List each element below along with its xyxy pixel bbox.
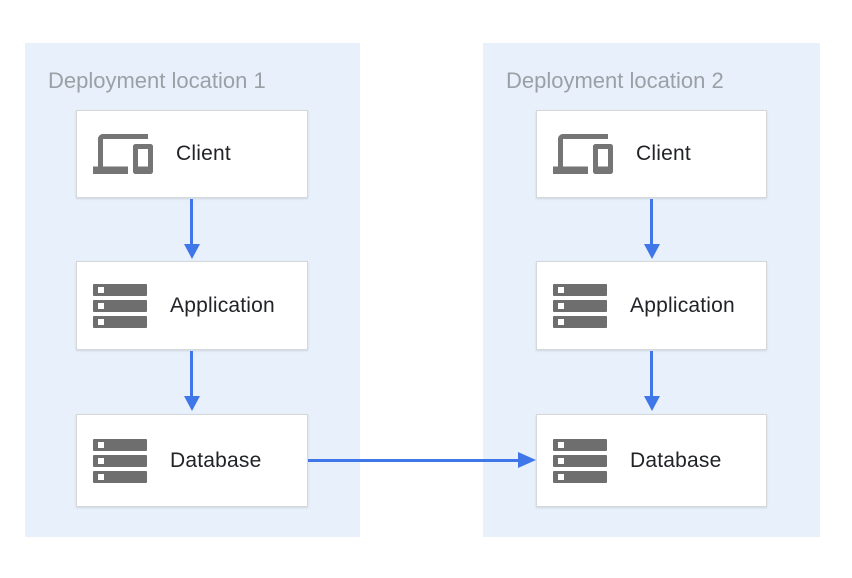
deployment-group-2: Deployment location 2 Client Application… [483, 43, 820, 537]
group-1-title: Deployment location 1 [48, 68, 266, 93]
arrow-application-to-database-2-line [650, 351, 653, 396]
arrow-client-to-application-2-line [650, 199, 653, 244]
node-application-2: Application [536, 261, 767, 350]
arrow-database1-to-database2-line [308, 459, 518, 462]
node-label: Application [630, 293, 735, 317]
arrow-client-to-application-1-line [190, 199, 193, 244]
devices-icon [553, 124, 613, 184]
node-client-1: Client [76, 110, 308, 198]
node-client-2: Client [536, 110, 767, 198]
arrow-application-to-database-1-line [190, 351, 193, 396]
group-2-title: Deployment location 2 [506, 68, 724, 93]
server-stack-icon [93, 280, 147, 332]
server-stack-icon [553, 435, 607, 487]
arrow-client-to-application-2-head [644, 244, 660, 259]
node-database-1: Database [76, 414, 308, 507]
arrow-application-to-database-2-head [644, 396, 660, 411]
node-label: Application [170, 293, 275, 317]
node-label: Database [170, 448, 262, 472]
arrow-database1-to-database2-head [518, 452, 536, 468]
arrow-client-to-application-1-head [184, 244, 200, 259]
arrow-application-to-database-1-head [184, 396, 200, 411]
server-stack-icon [93, 435, 147, 487]
node-label: Client [176, 142, 231, 165]
devices-icon [93, 124, 153, 184]
node-label: Client [636, 142, 691, 165]
server-stack-icon [553, 280, 607, 332]
deployment-group-1: Deployment location 1 Client Application… [25, 43, 360, 537]
node-label: Database [630, 448, 722, 472]
node-database-2: Database [536, 414, 767, 507]
node-application-1: Application [76, 261, 308, 350]
